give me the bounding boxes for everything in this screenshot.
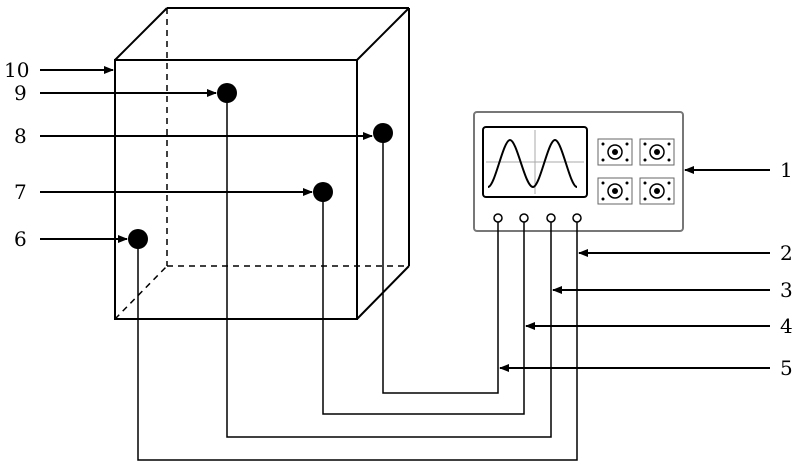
cube [115, 8, 409, 319]
label-10: 10 [4, 58, 29, 82]
label-7: 7 [14, 180, 27, 204]
label-5: 5 [780, 356, 793, 380]
label-2: 2 [780, 241, 793, 265]
knob-bottom-left[interactable] [598, 178, 632, 204]
input-port-2[interactable] [520, 214, 528, 222]
oscilloscope [474, 112, 683, 231]
cube-top-left-edge [115, 8, 167, 60]
knob-top-right[interactable] [640, 139, 674, 165]
input-port-1[interactable] [494, 214, 502, 222]
cube-top-right-edge [357, 8, 409, 60]
input-port-4[interactable] [573, 214, 581, 222]
label-4: 4 [780, 314, 793, 338]
knob-top-left[interactable] [598, 139, 632, 165]
cube-hidden-diagonal-edge [115, 266, 167, 319]
label-8: 8 [14, 124, 27, 148]
label-3: 3 [780, 278, 793, 302]
knob-bottom-right[interactable] [640, 178, 674, 204]
label-6: 6 [14, 227, 27, 251]
input-port-3[interactable] [547, 214, 555, 222]
label-1: 1 [780, 158, 793, 182]
label-9: 9 [14, 81, 27, 105]
